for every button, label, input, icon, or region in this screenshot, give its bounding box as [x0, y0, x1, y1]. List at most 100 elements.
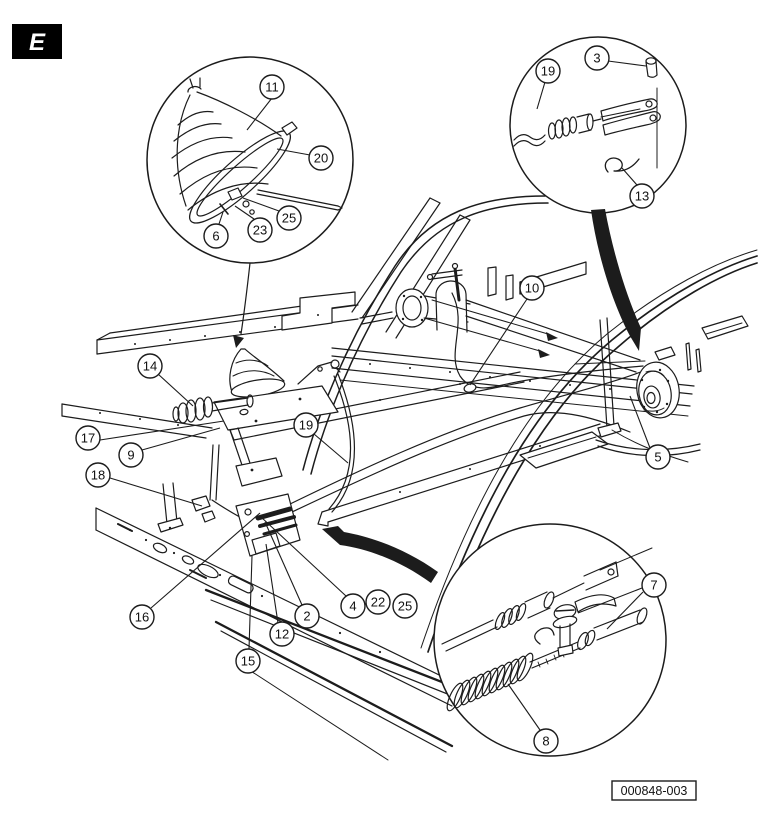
callout-leader-19 [536, 81, 546, 110]
callout-number: 18 [91, 468, 105, 483]
callout-bubble [365, 589, 391, 615]
callout-17: 17 [75, 425, 101, 451]
callout-bubble [645, 444, 671, 470]
callout-leader-17 [99, 420, 225, 441]
callout-bubble [535, 58, 561, 84]
callout-bubble [235, 648, 261, 674]
callout-number: 19 [299, 418, 313, 433]
callout-bubble [340, 593, 366, 619]
callout-number: 25 [282, 211, 296, 226]
callout-leader-4 [260, 516, 347, 597]
callout-leader-20 [276, 148, 311, 156]
callout-number: 2 [303, 609, 310, 624]
front-channel-rail [96, 291, 359, 355]
far-side-rail [331, 347, 695, 417]
brake-pedal-assembly [172, 348, 341, 523]
routing-arrows [423, 299, 558, 358]
cable-clevis-detail-art [513, 57, 661, 173]
callout-12: 12 [269, 621, 295, 647]
section-tab: E [12, 24, 62, 59]
support-bracket [157, 482, 184, 533]
callout-bubble [533, 728, 559, 754]
callout-leader-9 [141, 427, 221, 451]
callout-number: 17 [81, 431, 95, 446]
callout-bubble [629, 183, 655, 209]
callout-leader-3 [607, 60, 647, 67]
near-side-rail [95, 507, 471, 707]
callout-leader-15 [248, 555, 253, 650]
callout-11: 11 [259, 74, 285, 100]
brake-cables [209, 292, 647, 529]
callout-15: 15 [235, 648, 261, 674]
callout-6: 6 [203, 223, 229, 249]
callout-leader-10 [469, 298, 528, 386]
callout-number: 15 [241, 654, 255, 669]
callout-9: 9 [118, 442, 144, 468]
callout-leader-18 [109, 477, 203, 507]
callout-leader-13 [621, 167, 638, 186]
callout-number: 14 [143, 359, 157, 374]
callout-leader-layer [99, 60, 651, 731]
callout-number: 5 [654, 450, 661, 465]
callout-leader-2 [264, 521, 303, 606]
figure-code-text: 000848-003 [621, 784, 688, 798]
callout-14: 14 [137, 353, 163, 379]
callout-leader-6 [218, 211, 224, 225]
callout-13: 13 [629, 183, 655, 209]
callout-number: 22 [371, 595, 385, 610]
callout-bubble [85, 462, 111, 488]
cable-equalizer-detail-art [441, 547, 653, 712]
callout-leader-25 [242, 197, 280, 212]
callout-leader-16 [150, 512, 261, 609]
callout-bubble [392, 593, 418, 619]
callout-bubble [584, 45, 610, 71]
callout-leader-8 [507, 683, 541, 731]
callout-number: 7 [650, 578, 657, 593]
callout-2: 2 [294, 603, 320, 629]
callout-bubble [519, 275, 545, 301]
figure-code-box: 000848-003 [611, 780, 697, 801]
callout-bubble [247, 217, 273, 243]
callout-number: 13 [635, 189, 649, 204]
callout-leader-12 [265, 543, 279, 624]
callout-number: 11 [265, 80, 279, 95]
callout-leader-7 [606, 591, 644, 630]
left-sweep-rail [302, 195, 549, 475]
callout-18: 18 [85, 462, 111, 488]
callout-3: 3 [584, 45, 610, 71]
callout-bubble [641, 572, 667, 598]
callout-bubble [293, 412, 319, 438]
callout-number: 12 [275, 627, 289, 642]
callout-7: 7 [641, 572, 667, 598]
callout-bubble [203, 223, 229, 249]
callout-number: 23 [253, 223, 267, 238]
callout-bubble [137, 353, 163, 379]
callout-22: 22 [365, 589, 391, 615]
callout-bubble [259, 74, 285, 100]
callout-bubble [294, 603, 320, 629]
callout-number: 20 [314, 151, 328, 166]
callout-number: 16 [135, 610, 149, 625]
middle-rail-left [61, 403, 213, 439]
callout-number: 10 [525, 281, 539, 296]
callout-bubble [118, 442, 144, 468]
callout-16: 16 [129, 604, 155, 630]
callout-leader-19 [313, 433, 349, 464]
equalizer-assembly [235, 493, 301, 557]
callout-number: 25 [398, 599, 412, 614]
callout-4: 4 [340, 593, 366, 619]
callout-leader-14 [157, 373, 194, 407]
callout-5: 5 [645, 444, 671, 470]
callout-number: 9 [127, 448, 134, 463]
callout-25: 25 [392, 593, 418, 619]
callout-19: 19 [293, 412, 319, 438]
callout-number: 19 [541, 64, 555, 79]
section-tab-box [12, 24, 62, 59]
callout-leader-23 [234, 205, 255, 220]
callout-bubble [129, 604, 155, 630]
callout-number: 3 [593, 51, 600, 66]
rear-axle-assembly [359, 261, 701, 457]
